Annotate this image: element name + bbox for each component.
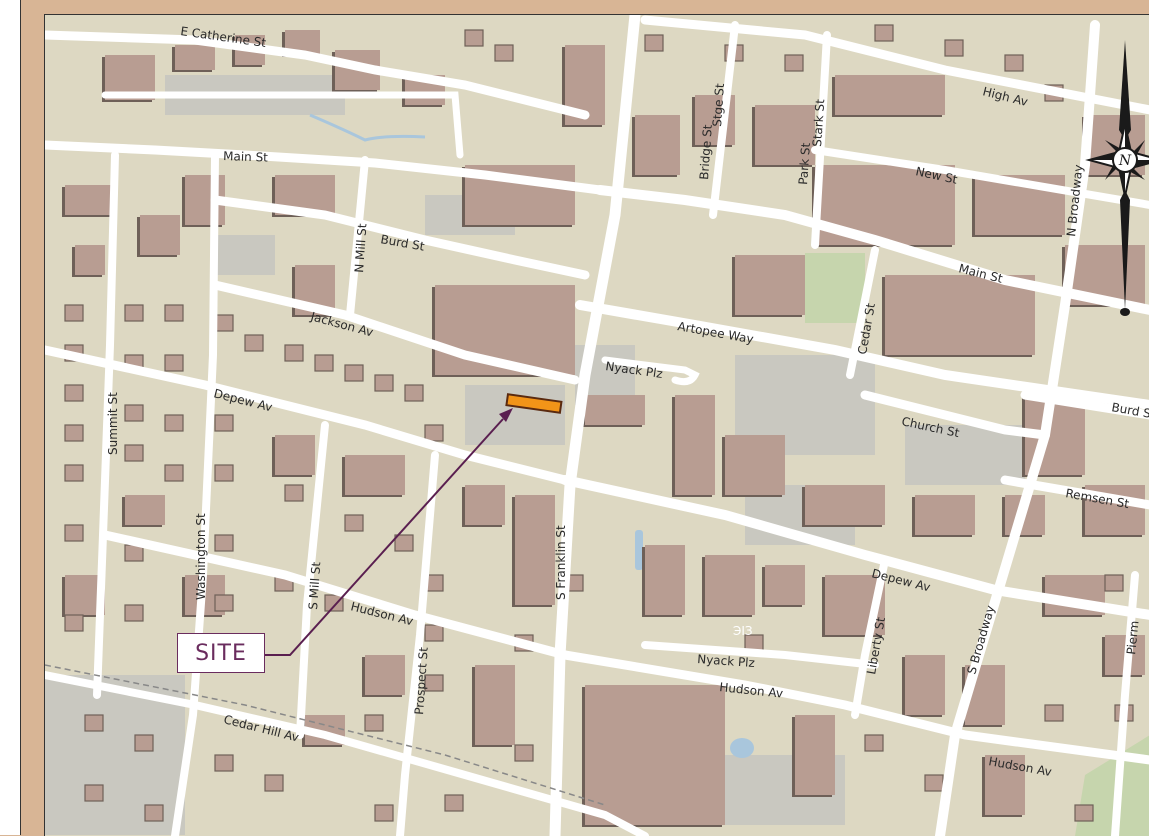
label-n-mill-st: N Mill St: [352, 223, 369, 273]
site-marker[interactable]: [505, 393, 563, 414]
site-label-box[interactable]: SITE: [177, 633, 265, 673]
pond-small: [635, 530, 643, 570]
label-main-st-west: Main St: [223, 149, 269, 165]
map-view[interactable]: ЭIЗ E Catherine St Main St Burd St N Mil…: [44, 14, 1149, 836]
label-park-st: Park St: [796, 142, 813, 185]
map-marking: ЭIЗ: [733, 624, 753, 638]
compass-letter: N: [1118, 153, 1132, 169]
boundary-line: [45, 664, 606, 806]
roads: [45, 15, 1149, 836]
site-label: SITE: [195, 640, 247, 666]
label-stage-st: Stge St: [710, 83, 727, 128]
label-hudson-av-mid: Hudson Av: [719, 680, 784, 701]
label-stark-st: Stark St: [810, 98, 827, 147]
map-canvas: ЭIЗ E Catherine St Main St Burd St N Mil…: [45, 15, 1149, 836]
label-s-mill-st: S Mill St: [306, 561, 323, 610]
label-bridge-st: Bridge St: [697, 124, 715, 180]
label-prospect-st: Prospect St: [412, 646, 431, 715]
label-washington-st: Washington St: [194, 513, 208, 600]
compass-rose-icon: N: [1085, 40, 1149, 316]
label-summit-st: Summit St: [106, 392, 120, 455]
stream: [309, 113, 426, 142]
label-s-franklin-st: S Franklin St: [554, 525, 568, 600]
left-panel: [0, 0, 21, 835]
label-piermont-av: Pierm: [1124, 620, 1141, 655]
label-nyack-plz-south: Nyack Plz: [697, 652, 756, 670]
pond: [730, 738, 754, 758]
buildings: [62, 24, 1145, 827]
park-area: [805, 253, 865, 323]
